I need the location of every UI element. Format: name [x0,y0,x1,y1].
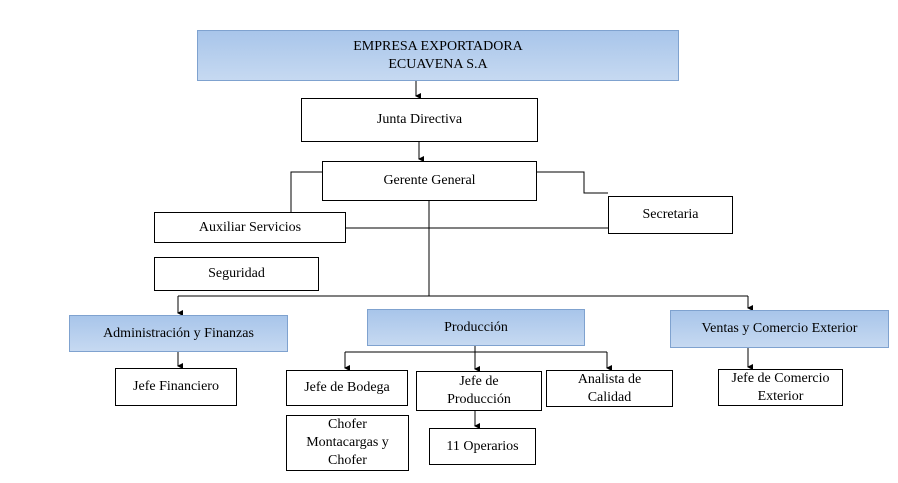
node-seguridad: Seguridad [154,257,319,291]
company-title-line2: ECUAVENA S.A [388,56,488,72]
jefe-produccion-line2: Producción [447,392,511,407]
jefe-comercio-line2: Exterior [757,388,804,404]
jefe-produccion-line1: Jefe de [459,374,499,389]
node-jefe-produccion: Jefe de Producción [416,371,542,411]
node-junta-directiva: Junta Directiva [301,98,538,142]
node-gerente-general: Gerente General [322,161,537,201]
node-auxiliar-servicios: Auxiliar Servicios [154,212,346,243]
node-jefe-comercio-exterior: Jefe de Comercio Exterior [718,369,843,406]
node-secretaria: Secretaria [608,196,733,234]
analista-line1: Analista de [577,371,642,387]
node-ventas-comercio-exterior: Ventas y Comercio Exterior [670,310,889,348]
node-administracion-finanzas: Administración y Finanzas [69,315,288,352]
jefe-comercio-line1: Jefe de Comercio [731,370,830,386]
company-title-line1: EMPRESA EXPORTADORA [353,38,523,54]
node-operarios: 11 Operarios [429,428,536,465]
node-jefe-bodega: Jefe de Bodega [286,370,408,406]
node-jefe-financiero: Jefe Financiero [115,368,237,406]
node-produccion: Producción [367,309,585,346]
chofer-line3: Chofer [328,453,367,468]
node-analista-calidad: Analista de Calidad [546,370,673,407]
node-chofer-montacargas: Chofer Montacargas y Chofer [286,415,409,471]
chofer-line2: Montacargas y [306,435,389,450]
chofer-line1: Chofer [328,417,367,432]
company-title-box: EMPRESA EXPORTADORA ECUAVENA S.A [197,30,679,81]
analista-line2: Calidad [587,389,632,405]
